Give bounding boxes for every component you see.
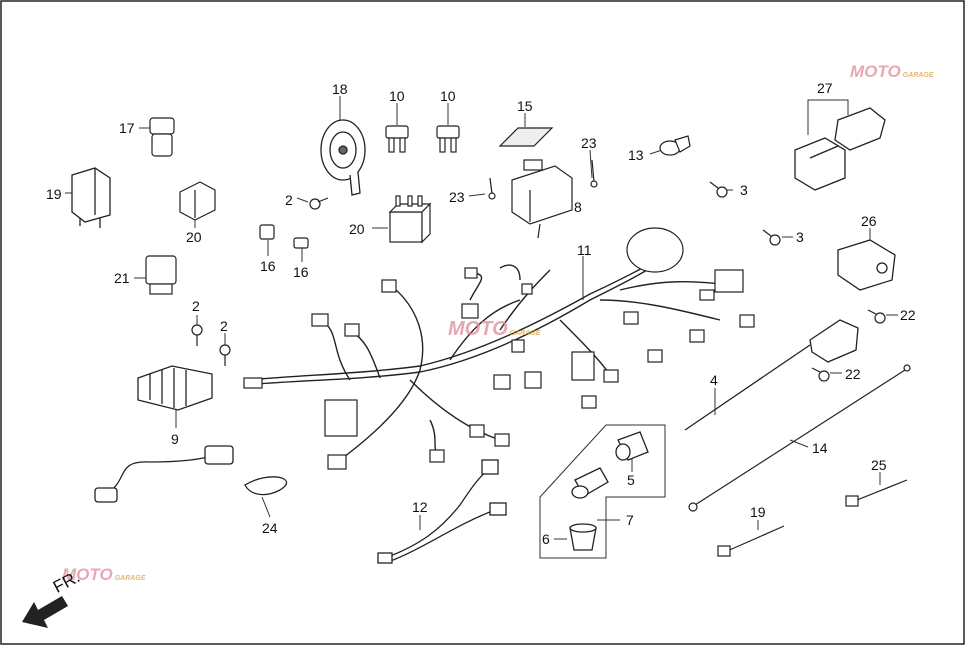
relay-part-20 [388, 195, 432, 244]
plate-part [498, 127, 554, 147]
regulator-part [137, 365, 213, 411]
callout-22: 22 [900, 307, 916, 323]
callout-15: 15 [517, 98, 533, 114]
callout-10: 10 [440, 88, 456, 104]
callout-2: 2 [192, 298, 200, 314]
kit-box-outline [539, 424, 666, 559]
callout-22: 22 [845, 366, 861, 382]
callout-23: 23 [581, 135, 597, 151]
relay-part-19 [71, 167, 111, 228]
callout-20: 20 [186, 229, 202, 245]
callout-13: 13 [628, 147, 644, 163]
screw-parts-23 [488, 159, 598, 200]
callout-19: 19 [46, 186, 62, 202]
callout-5: 5 [627, 472, 635, 488]
callout-21: 21 [114, 270, 130, 286]
cable-tie-parts [717, 479, 908, 557]
callout-11: 11 [577, 242, 592, 258]
callout-26: 26 [861, 213, 877, 229]
harness-connectors [243, 227, 755, 470]
callout-20: 20 [349, 221, 365, 237]
fuse-parts [385, 125, 460, 153]
callout-27: 27 [817, 80, 833, 96]
horn-part [320, 119, 366, 196]
callout-7: 7 [626, 512, 634, 528]
callout-16: 16 [260, 258, 276, 274]
callout-17: 17 [119, 120, 135, 136]
callout-3: 3 [796, 229, 804, 245]
callout-4: 4 [710, 372, 718, 388]
cap-parts [569, 431, 649, 551]
cdi-unit-part [511, 159, 573, 239]
callout-2: 2 [285, 192, 293, 208]
callout-19: 19 [750, 504, 766, 520]
fuse-parts-16 [259, 224, 309, 249]
wire-part-12 [377, 459, 507, 564]
callout-9: 9 [171, 431, 179, 447]
starter-relay-part [794, 107, 886, 191]
sensor-wire-part [94, 445, 234, 503]
relay-part-21 [145, 255, 177, 295]
strap-part [244, 476, 288, 496]
callout-25: 25 [871, 457, 887, 473]
callout-6: 6 [542, 531, 550, 547]
callout-12: 12 [412, 499, 428, 515]
connector-part-20 [179, 181, 216, 221]
callout-24: 24 [262, 520, 278, 536]
bulb-part [659, 135, 691, 156]
callout-18: 18 [332, 81, 348, 97]
callout-14: 14 [812, 440, 828, 456]
callout-23: 23 [449, 189, 465, 205]
callout-2: 2 [220, 318, 228, 334]
cable-part-4 [684, 319, 859, 431]
callout-16: 16 [293, 264, 309, 280]
bolt-parts [191, 181, 886, 382]
connector-part-17 [149, 117, 175, 157]
callout-3: 3 [740, 182, 748, 198]
front-arrow-icon [22, 596, 68, 628]
cable-part-14 [688, 364, 911, 512]
connector-cap-part [837, 239, 896, 291]
callout-8: 8 [574, 199, 582, 215]
callout-10: 10 [389, 88, 405, 104]
